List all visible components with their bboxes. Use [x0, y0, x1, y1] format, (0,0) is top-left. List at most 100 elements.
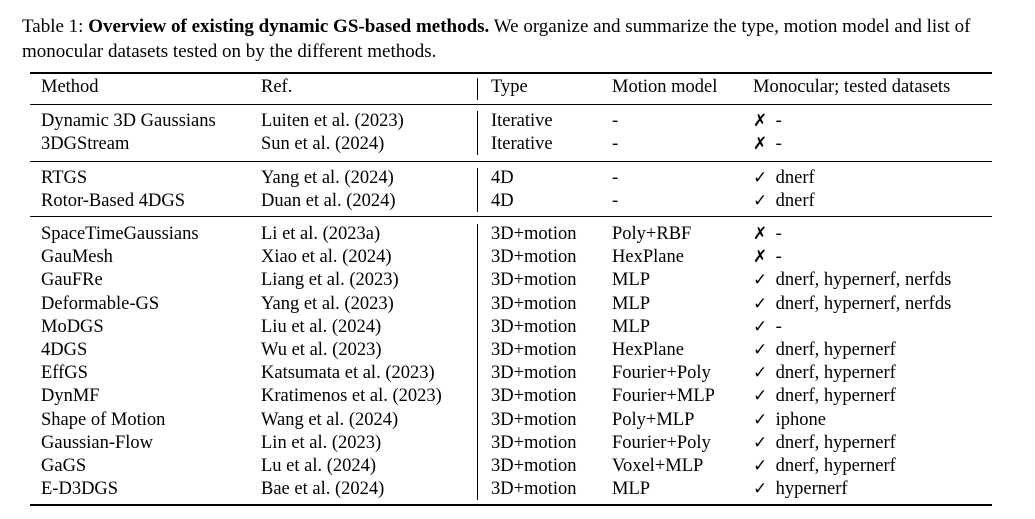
cell-type: 3D+motion: [491, 363, 577, 384]
cell-ref: Bae et al. (2024): [261, 479, 385, 500]
cell-ref: Katsumata et al. (2023): [261, 363, 435, 384]
cell-ref: Kratimenos et al. (2023): [261, 386, 442, 407]
caption-title: Overview of existing dynamic GS-based me…: [88, 16, 490, 37]
cell-ref: Lu et al. (2024): [261, 456, 377, 476]
check-mark-icon: ✓: [753, 191, 768, 212]
check-mark-icon: ✓: [753, 432, 768, 453]
cell-ref: Li et al. (2023a): [261, 224, 381, 244]
header-ref: Ref.: [261, 77, 293, 97]
cell-monocular: ✗ -: [753, 223, 782, 246]
cell-ref: Lin et al. (2023): [261, 432, 382, 453]
cell-motion-model: HexPlane: [612, 247, 684, 268]
table-row: EffGS Katsumata et al. (2023) 3D+motion Fou…: [0, 362, 1035, 385]
cell-monocular: ✓ dnerf, hypernerf, nerfds: [753, 293, 951, 316]
cell-method: SpaceTimeGaussians: [41, 224, 199, 244]
check-mark-icon: ✓: [753, 316, 768, 337]
check-mark-icon: ✓: [753, 456, 768, 476]
tested-datasets: -: [771, 316, 782, 337]
bottom-rule: [30, 504, 992, 506]
cell-monocular: ✗ -: [753, 133, 782, 156]
cell-type: 3D+motion: [491, 456, 577, 476]
cell-method: Rotor-Based 4DGS: [41, 191, 186, 212]
table-row: Gaussian-Flow Lin et al. (2023) 3D+motion F…: [0, 432, 1035, 455]
cell-type: 3D+motion: [491, 340, 577, 360]
check-mark-icon: ✓: [753, 340, 768, 360]
check-mark-icon: ✓: [753, 479, 768, 500]
cell-ref: Wang et al. (2024): [261, 409, 399, 430]
tested-datasets: dnerf, hypernerf: [771, 340, 896, 360]
caption-label: Table 1:: [22, 16, 89, 37]
cell-method: 4DGS: [41, 340, 88, 360]
tested-datasets: hypernerf: [771, 479, 848, 500]
cell-ref: Duan et al. (2024): [261, 191, 396, 212]
tested-datasets: dnerf, hypernerf: [771, 363, 896, 384]
cell-monocular: ✓ dnerf, hypernerf: [753, 339, 896, 362]
cell-method: EffGS: [41, 363, 88, 384]
cell-motion-model: -: [612, 168, 619, 188]
cell-method: MoDGS: [41, 316, 104, 337]
cell-motion-model: Poly+MLP: [612, 409, 695, 430]
cell-motion-model: Voxel+MLP: [612, 456, 704, 476]
column-separator: [477, 78, 478, 100]
tested-datasets: -: [771, 247, 782, 268]
cell-motion-model: -: [612, 134, 619, 155]
cell-ref: Wu et al. (2023): [261, 340, 382, 360]
cell-motion-model: MLP: [612, 316, 651, 337]
tested-datasets: iphone: [771, 409, 826, 430]
cross-mark-icon: ✗: [753, 224, 768, 244]
cell-ref: Sun et al. (2024): [261, 134, 385, 155]
cell-method: 3DGStream: [41, 134, 130, 155]
cell-motion-model: Fourier+Poly: [612, 363, 711, 384]
cell-motion-model: HexPlane: [612, 340, 684, 360]
column-separator: [477, 168, 478, 213]
cell-monocular: ✓ dnerf, hypernerf: [753, 455, 896, 478]
cell-motion-model: MLP: [612, 479, 651, 500]
cell-motion-model: MLP: [612, 293, 651, 314]
cell-ref: Xiao et al. (2024): [261, 247, 392, 268]
check-mark-icon: ✓: [753, 386, 768, 407]
tested-datasets: dnerf, hypernerf, nerfds: [771, 270, 952, 291]
tested-datasets: dnerf, hypernerf: [771, 456, 896, 476]
check-mark-icon: ✓: [753, 168, 768, 188]
column-separator: [477, 224, 478, 501]
cross-mark-icon: ✗: [753, 134, 768, 155]
header-motion-model: Motion model: [612, 77, 718, 97]
group-rule: [30, 216, 992, 217]
cell-monocular: ✓ dnerf, hypernerf: [753, 362, 896, 385]
tested-datasets: dnerf: [771, 191, 815, 212]
cell-monocular: ✓ iphone: [753, 409, 826, 432]
cell-method: GaGS: [41, 456, 87, 476]
cell-ref: Liu et al. (2024): [261, 316, 382, 337]
table-row: 4DGS Wu et al. (2023) 3D+motion HexPlane ✓ d…: [0, 339, 1035, 362]
cell-method: Shape of Motion: [41, 409, 166, 430]
cell-method: RTGS: [41, 168, 88, 188]
cell-method: Gaussian-Flow: [41, 432, 154, 453]
cell-motion-model: Fourier+Poly: [612, 432, 711, 453]
cross-mark-icon: ✗: [753, 111, 768, 131]
header-type: Type: [491, 77, 528, 97]
cell-ref: Luiten et al. (2023): [261, 111, 404, 131]
cell-motion-model: Fourier+MLP: [612, 386, 715, 407]
tested-datasets: dnerf, hypernerf, nerfds: [771, 293, 952, 314]
cell-type: 3D+motion: [491, 247, 577, 268]
cell-motion-model: MLP: [612, 270, 651, 291]
column-separator: [477, 111, 478, 156]
table-row: GaGS Lu et al. (2024) 3D+motion Voxel+MLP ✓ …: [0, 455, 1035, 478]
group-rule: [30, 161, 992, 162]
cell-monocular: ✓ hypernerf: [753, 478, 848, 501]
header-monocular: Monocular; tested datasets: [753, 77, 951, 97]
cell-type: Iterative: [491, 134, 553, 155]
tested-datasets: -: [771, 134, 782, 155]
cell-motion-model: Poly+RBF: [612, 224, 692, 244]
check-mark-icon: ✓: [753, 270, 768, 291]
cell-type: 3D+motion: [491, 432, 577, 453]
